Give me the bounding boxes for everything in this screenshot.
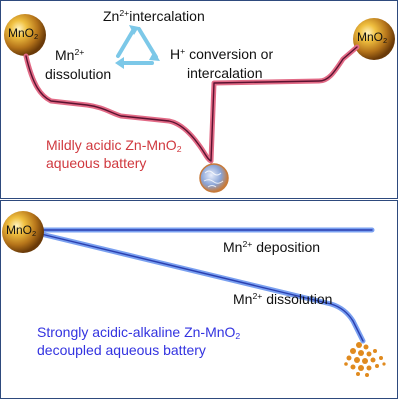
mn-deposition-label: Mn2+ deposition [223,239,321,255]
dissolution-curve [40,233,364,342]
h-conversion-label: H+ conversion or [170,46,274,62]
mn-dissolution-text: dissolution [45,66,112,82]
h-intercalation-label: intercalation [187,65,263,81]
top-diagram-svg [4,14,395,193]
dissolved-mn-particles [344,342,386,377]
voltage-curve [25,46,358,162]
mildly-acidic-panel: MnO2 MnO2 Zn2+intercalation Mn2+ dissolu… [0,0,398,199]
zinc-ball-texture [203,170,224,188]
reaction-cycle-arrow-heads [115,25,160,69]
decoupled-panel: MnO2 Mn2+ deposition Mn2+ dissolution St… [0,200,398,399]
zinc-ball [199,163,229,193]
reaction-cycle-triangle [116,27,158,65]
decoupled-caption-line2: decoupled aqueous battery [37,342,206,358]
left-electrode-label: MnO2 [8,26,39,41]
bottom-mno2-sphere [2,211,44,253]
right-mno2-sphere [353,18,395,60]
mn-dissolution-label: Mn2+ [55,47,85,63]
decoupled-caption-line1: Strongly acidic-alkaline Zn-MnO2 [37,324,241,342]
mn-dissolution-bottom-label: Mn2+ dissolution [233,291,333,307]
mild-caption-line1: Mildly acidic Zn-MnO2 [46,137,182,155]
bottom-electrode-label: MnO2 [6,223,37,238]
bottom-diagram-svg [2,211,386,377]
right-electrode-label: MnO2 [357,30,388,45]
left-mno2-sphere [4,14,46,56]
mild-caption-line2: aqueous battery [46,155,147,171]
zn-intercalation-label: Zn2+intercalation [103,8,205,24]
